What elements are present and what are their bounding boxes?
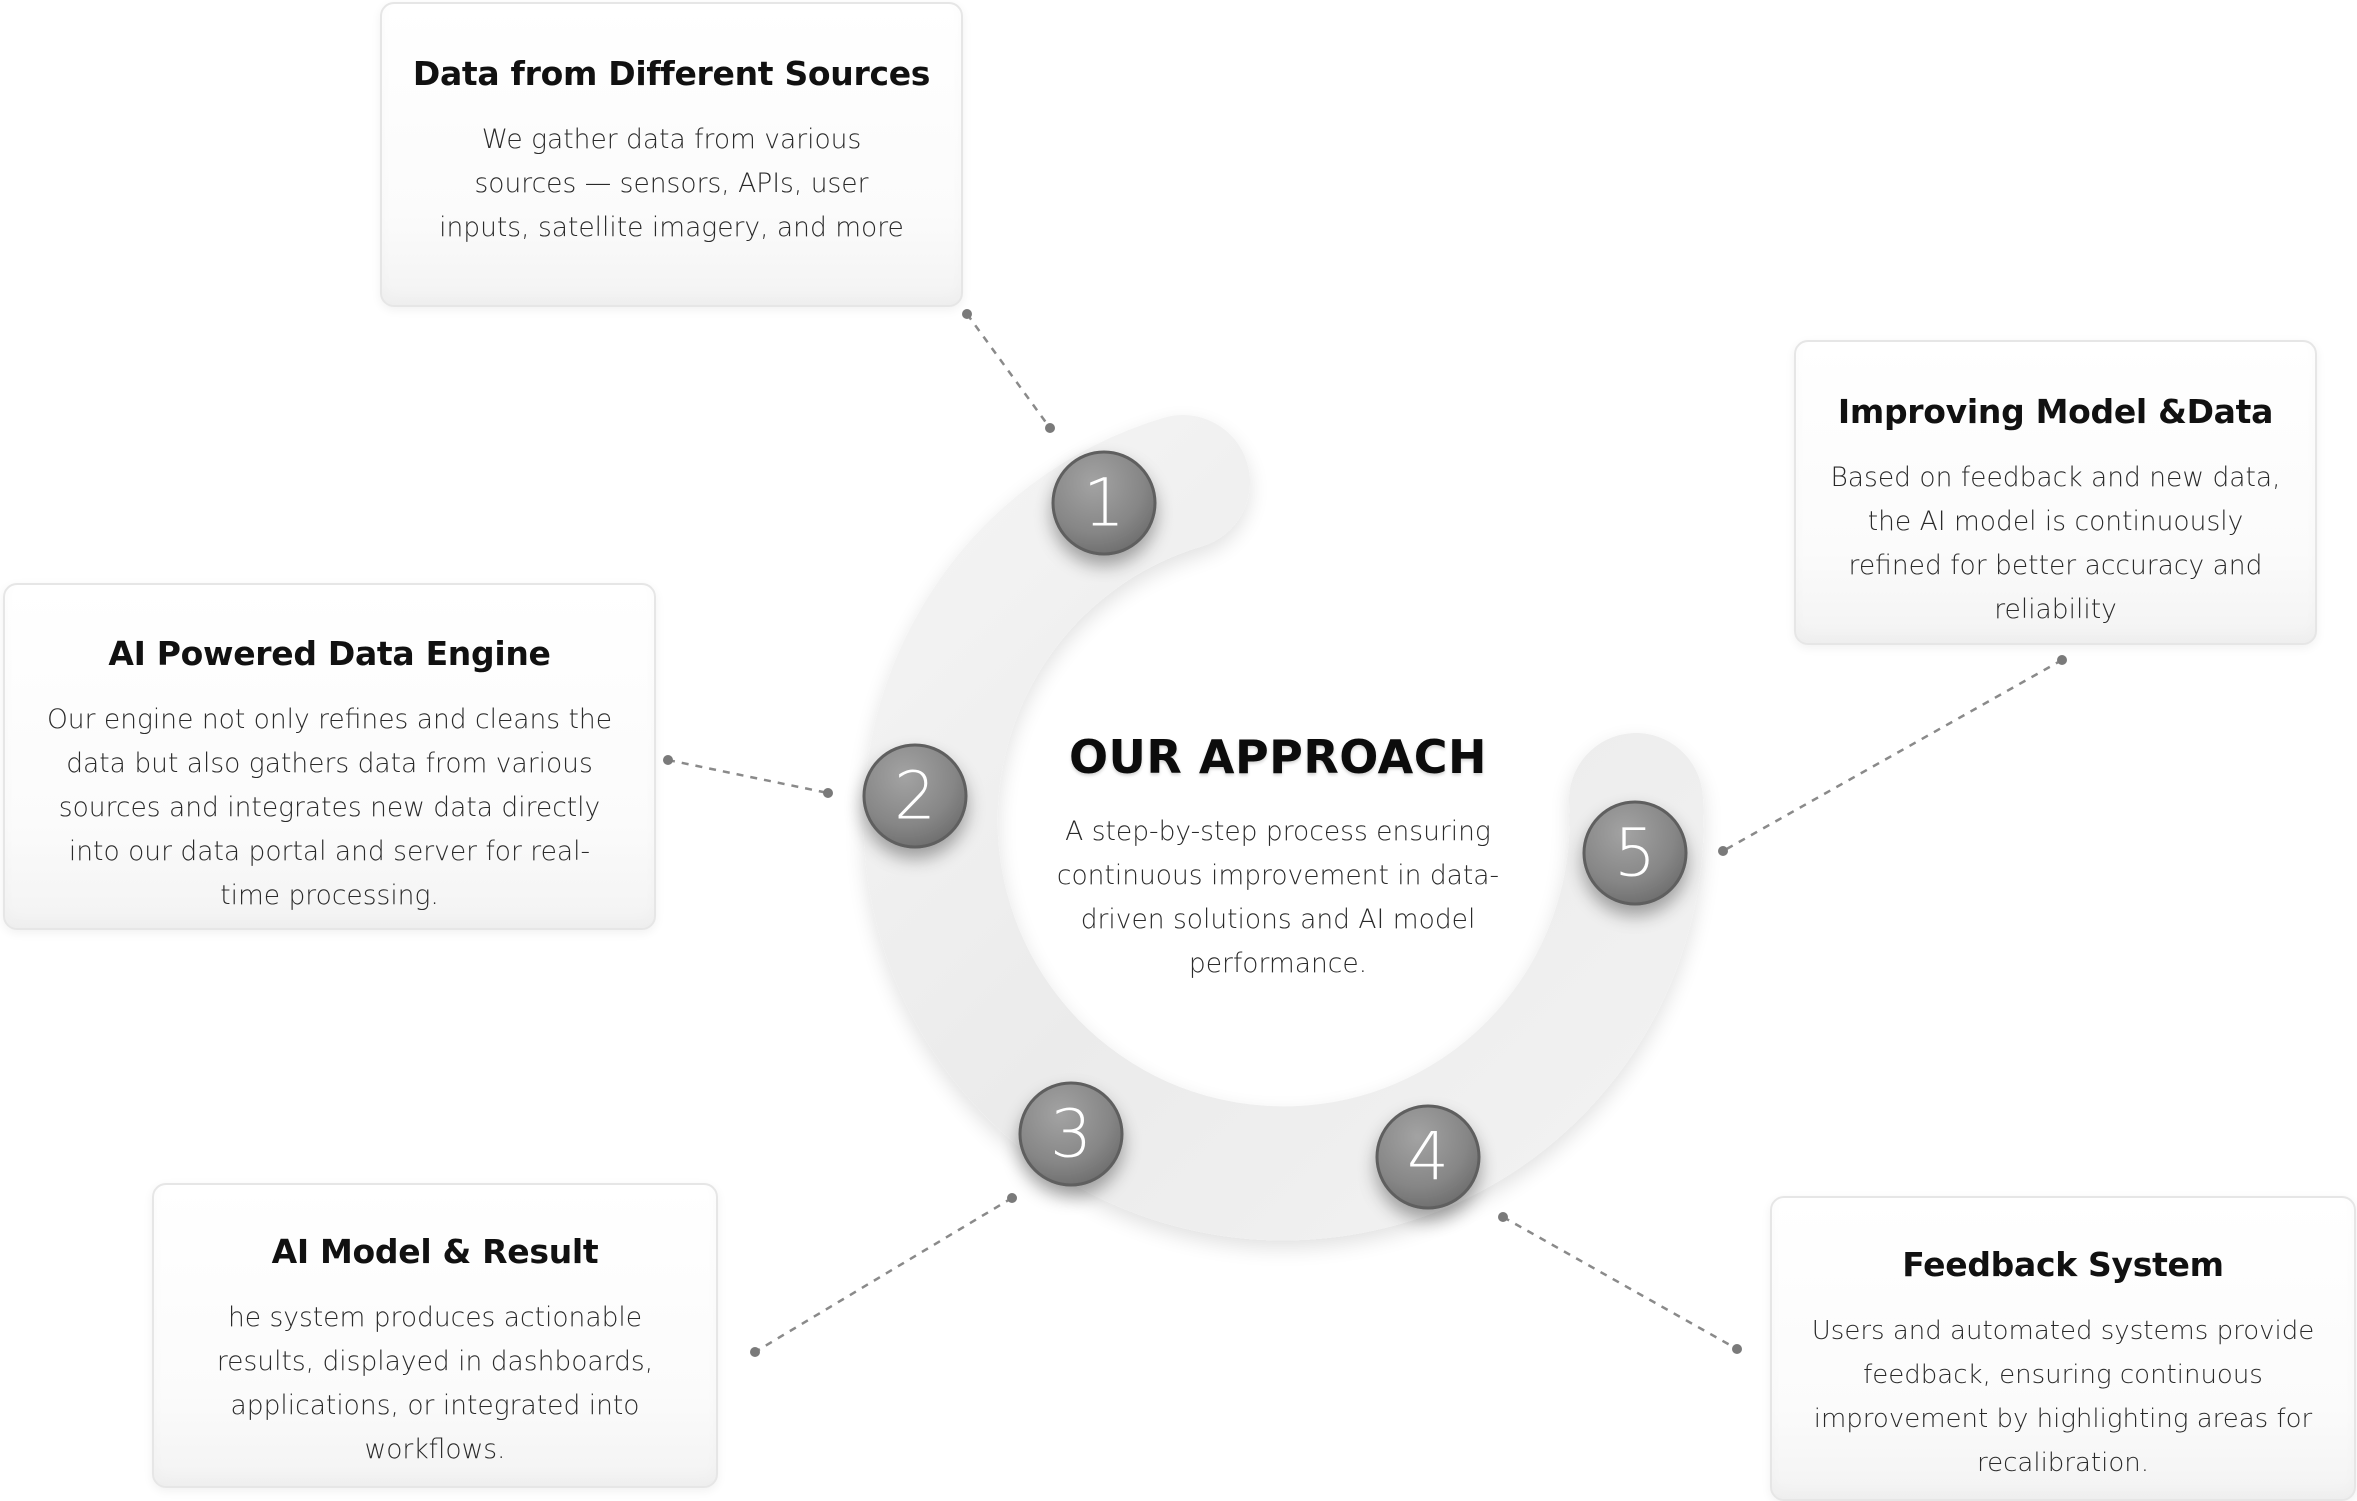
step-card-1: Data from Different Sources We gather da…: [380, 2, 963, 307]
step-card-text: Our engine not only refines and cleans t…: [46, 703, 613, 911]
connector-dot: [823, 788, 833, 798]
connector-3: [754, 1196, 1013, 1354]
connector-dot: [1007, 1193, 1017, 1203]
connector-dot: [2057, 655, 2067, 665]
step-card-title: AI Model & Result: [271, 1232, 599, 1271]
step-badge-3: 3: [1018, 1081, 1124, 1187]
connector-dot: [750, 1347, 760, 1357]
connector-5: [1722, 658, 2063, 853]
connector-dot: [1045, 423, 1055, 433]
connector-lines: [667, 313, 2063, 1354]
center-description: A step-by-step process ensuring continuo…: [1056, 816, 1500, 979]
step-badge-5: 5: [1582, 800, 1688, 906]
step-badge-4: 4: [1375, 1104, 1481, 1210]
step-card-text: he system produces actionable results, d…: [216, 1301, 654, 1465]
step-card-title: Feedback System: [1902, 1245, 2224, 1284]
step-badge-1: 1: [1051, 450, 1157, 556]
connector-dots: [663, 309, 2067, 1357]
connector-dot: [962, 309, 972, 319]
step-number: 3: [1050, 1096, 1092, 1173]
center-title: OUR APPROACH: [1068, 730, 1488, 784]
step-card-2: AI Powered Data Engine Our engine not on…: [3, 583, 656, 930]
step-number: 2: [894, 758, 936, 835]
step-card-4: Feedback System Users and automated syst…: [1770, 1196, 2356, 1501]
step-number: 4: [1407, 1119, 1449, 1196]
connector-4: [1502, 1215, 1738, 1351]
step-card-title: AI Powered Data Engine: [108, 634, 551, 673]
step-number: 5: [1614, 815, 1656, 892]
step-card-5: Improving Model &Data Based on feedback …: [1794, 340, 2317, 645]
connector-dot: [1498, 1212, 1508, 1222]
step-card-text: We gather data from various sources — se…: [439, 123, 904, 243]
step-card-title: Improving Model &Data: [1837, 392, 2274, 431]
step-card-title: Data from Different Sources: [412, 54, 931, 93]
step-card-3: AI Model & Result he system produces act…: [152, 1183, 718, 1488]
connector-1: [965, 313, 1052, 429]
step-card-text: Based on feedback and new data, the AI m…: [1830, 461, 2281, 625]
connector-2: [667, 758, 829, 795]
connector-dot: [1732, 1344, 1742, 1354]
step-number: 1: [1083, 465, 1125, 542]
step-badge-2: 2: [862, 743, 968, 849]
step-card-text: Users and automated systems provide feed…: [1811, 1315, 2315, 1478]
connector-dot: [663, 755, 673, 765]
connector-dot: [1718, 846, 1728, 856]
center-heading-block: OUR APPROACH A step-by-step process ensu…: [1050, 730, 1506, 986]
